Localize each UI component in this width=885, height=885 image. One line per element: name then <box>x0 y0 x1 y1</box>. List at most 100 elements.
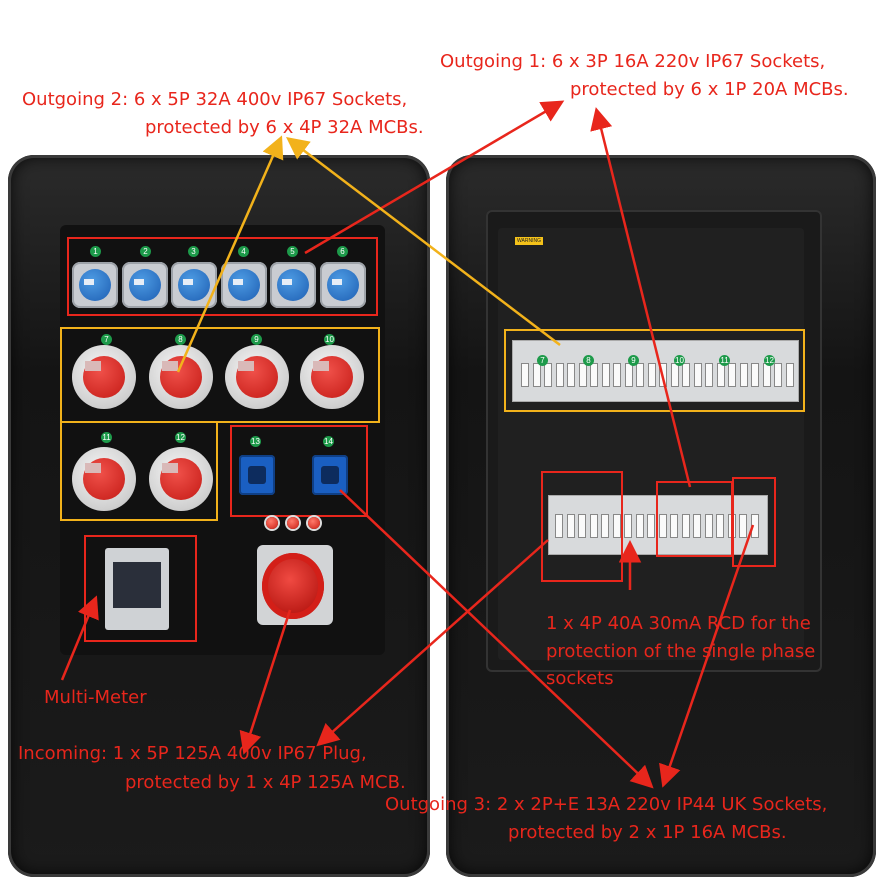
multimeter-housing <box>105 548 169 630</box>
outgoing1-socket-highlight <box>67 237 378 316</box>
mcb-toggle <box>590 363 598 387</box>
incoming-mcb-highlight <box>541 471 623 582</box>
mcb-toggle <box>739 514 747 538</box>
rcd-label-line3: sockets <box>546 668 614 689</box>
mcb-toggle <box>624 514 632 538</box>
socket-number-5: 5 <box>287 246 298 257</box>
mcb-toggle <box>544 363 552 387</box>
socket-number-6: 6 <box>337 246 348 257</box>
socket-number-14: 14 <box>323 436 334 447</box>
multimeter-highlight <box>84 535 197 642</box>
socket-number-2: 2 <box>140 246 151 257</box>
socket-number-7: 7 <box>101 334 112 345</box>
mcb-toggle <box>647 514 655 538</box>
outgoing1-arrows <box>304 100 692 488</box>
mcb-toggle <box>566 514 575 538</box>
outgoing2-arrows <box>176 135 561 373</box>
multimeter-display <box>113 562 161 608</box>
mcb-number-12: 12 <box>764 355 775 366</box>
red-socket-7 <box>72 345 136 409</box>
blue-socket-2 <box>122 262 168 308</box>
mcb-toggle <box>601 514 609 538</box>
mcb-toggle <box>716 514 724 538</box>
mcb-toggle <box>567 363 575 387</box>
socket-number-9: 9 <box>251 334 262 345</box>
mcb-number-11: 11 <box>719 355 730 366</box>
mcb-rail-top <box>512 340 799 402</box>
mcb-toggle <box>681 514 690 538</box>
mcb-toggle <box>693 363 702 387</box>
rcd-label-line1: 1 x 4P 40A 30mA RCD for the <box>546 613 811 634</box>
uk-socket-14 <box>312 455 348 495</box>
incoming-arrows <box>239 539 549 755</box>
outgoing2-mcb-highlight <box>504 329 805 412</box>
mcb-toggle <box>682 363 690 387</box>
mcb-toggle <box>785 363 794 387</box>
mcb-toggle <box>578 363 587 387</box>
indicator-lamp-1 <box>266 517 278 529</box>
incoming-label-line1: Incoming: 1 x 5P 125A 400v IP67 Plug, <box>18 743 367 764</box>
red-socket-12 <box>149 447 213 511</box>
socket-number-3: 3 <box>188 246 199 257</box>
mcb-toggle <box>532 363 541 387</box>
mcb-toggle <box>555 363 564 387</box>
red-socket-11 <box>72 447 136 511</box>
mcb-toggle <box>658 514 667 538</box>
socket-number-13: 13 <box>250 436 261 447</box>
multimeter-label: Multi-Meter <box>44 687 147 708</box>
right-inner-cover <box>498 228 804 660</box>
incoming-plug <box>262 553 324 619</box>
mcb-toggle <box>670 514 678 538</box>
outgoing2-socket-highlight-row2 <box>60 421 218 521</box>
red-socket-10 <box>300 345 364 409</box>
blue-socket-4 <box>221 262 267 308</box>
mcb-toggle <box>647 363 656 387</box>
mcb-number-8: 8 <box>583 355 594 366</box>
socket-number-10: 10 <box>324 334 335 345</box>
mcb-toggle <box>636 363 644 387</box>
multimeter-arrow <box>60 595 99 681</box>
mcb-number-7: 7 <box>537 355 548 366</box>
mcb-toggle <box>704 514 713 538</box>
mcb-toggle <box>635 514 644 538</box>
mcb-toggle <box>612 514 621 538</box>
rcd-label-line2: protection of the single phase <box>546 641 816 662</box>
blue-socket-5 <box>270 262 316 308</box>
mcb-toggle <box>705 363 713 387</box>
mcb-toggle <box>521 363 529 387</box>
socket-number-4: 4 <box>238 246 249 257</box>
mcb-toggle <box>555 514 563 538</box>
socket-number-1: 1 <box>90 246 101 257</box>
socket-number-12: 12 <box>175 432 186 443</box>
mcb-number-9: 9 <box>628 355 639 366</box>
incoming-label-line2: protected by 1 x 4P 125A MCB. <box>125 772 406 793</box>
mcb-toggle <box>728 363 736 387</box>
mcb-toggle <box>693 514 701 538</box>
red-socket-9 <box>225 345 289 409</box>
outgoing3-socket-highlight <box>230 425 368 517</box>
mcb-toggle <box>613 363 621 387</box>
blue-socket-6 <box>320 262 366 308</box>
outgoing3-label-line2: protected by 2 x 1P 16A MCBs. <box>508 822 787 843</box>
mcb-toggle <box>751 363 759 387</box>
socket-number-11: 11 <box>101 432 112 443</box>
mcb-toggle <box>739 363 748 387</box>
mcb-toggle <box>774 363 782 387</box>
outgoing2-label-line2: protected by 6 x 4P 32A MCBs. <box>145 117 424 138</box>
warning-label: WARNING <box>515 237 543 245</box>
outgoing3-mcb-highlight <box>732 477 776 567</box>
mcb-number-10: 10 <box>674 355 685 366</box>
indicator-lamp-2 <box>287 517 299 529</box>
blue-socket-1 <box>72 262 118 308</box>
mcb-toggle <box>589 514 598 538</box>
outgoing2-label-line1: Outgoing 2: 6 x 5P 32A 400v IP67 Sockets… <box>22 89 408 110</box>
outgoing1-label-line1: Outgoing 1: 6 x 3P 16A 220v IP67 Sockets… <box>440 51 826 72</box>
uk-socket-13 <box>239 455 275 495</box>
outgoing1-label-line2: protected by 6 x 1P 20A MCBs. <box>570 79 849 100</box>
mcb-toggle <box>750 514 759 538</box>
indicator-lamp-3 <box>308 517 320 529</box>
outgoing3-label-line1: Outgoing 3: 2 x 2P+E 13A 220v IP44 UK So… <box>385 794 828 815</box>
mcb-toggle <box>578 514 586 538</box>
outgoing2-socket-highlight-row1 <box>60 327 380 423</box>
